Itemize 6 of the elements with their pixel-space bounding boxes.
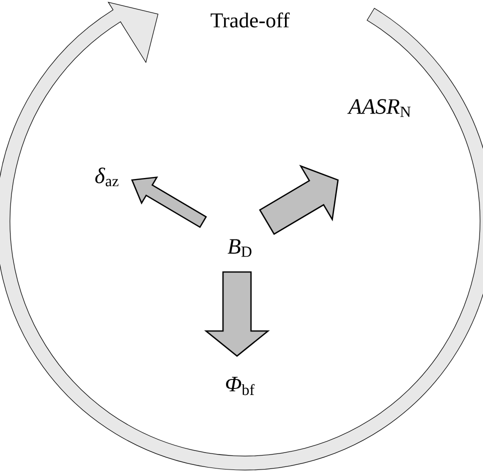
block-arrow (204, 271, 270, 357)
math-symbol: AASR$_{N}$ (347, 99, 411, 117)
math-symbol: δ$_{az}$ (95, 168, 118, 186)
title: Trade-off (210, 12, 290, 28)
math-symbol: Φ$_{bf}$ (226, 376, 255, 396)
math-symbol: B$_{D}$ (228, 239, 252, 257)
